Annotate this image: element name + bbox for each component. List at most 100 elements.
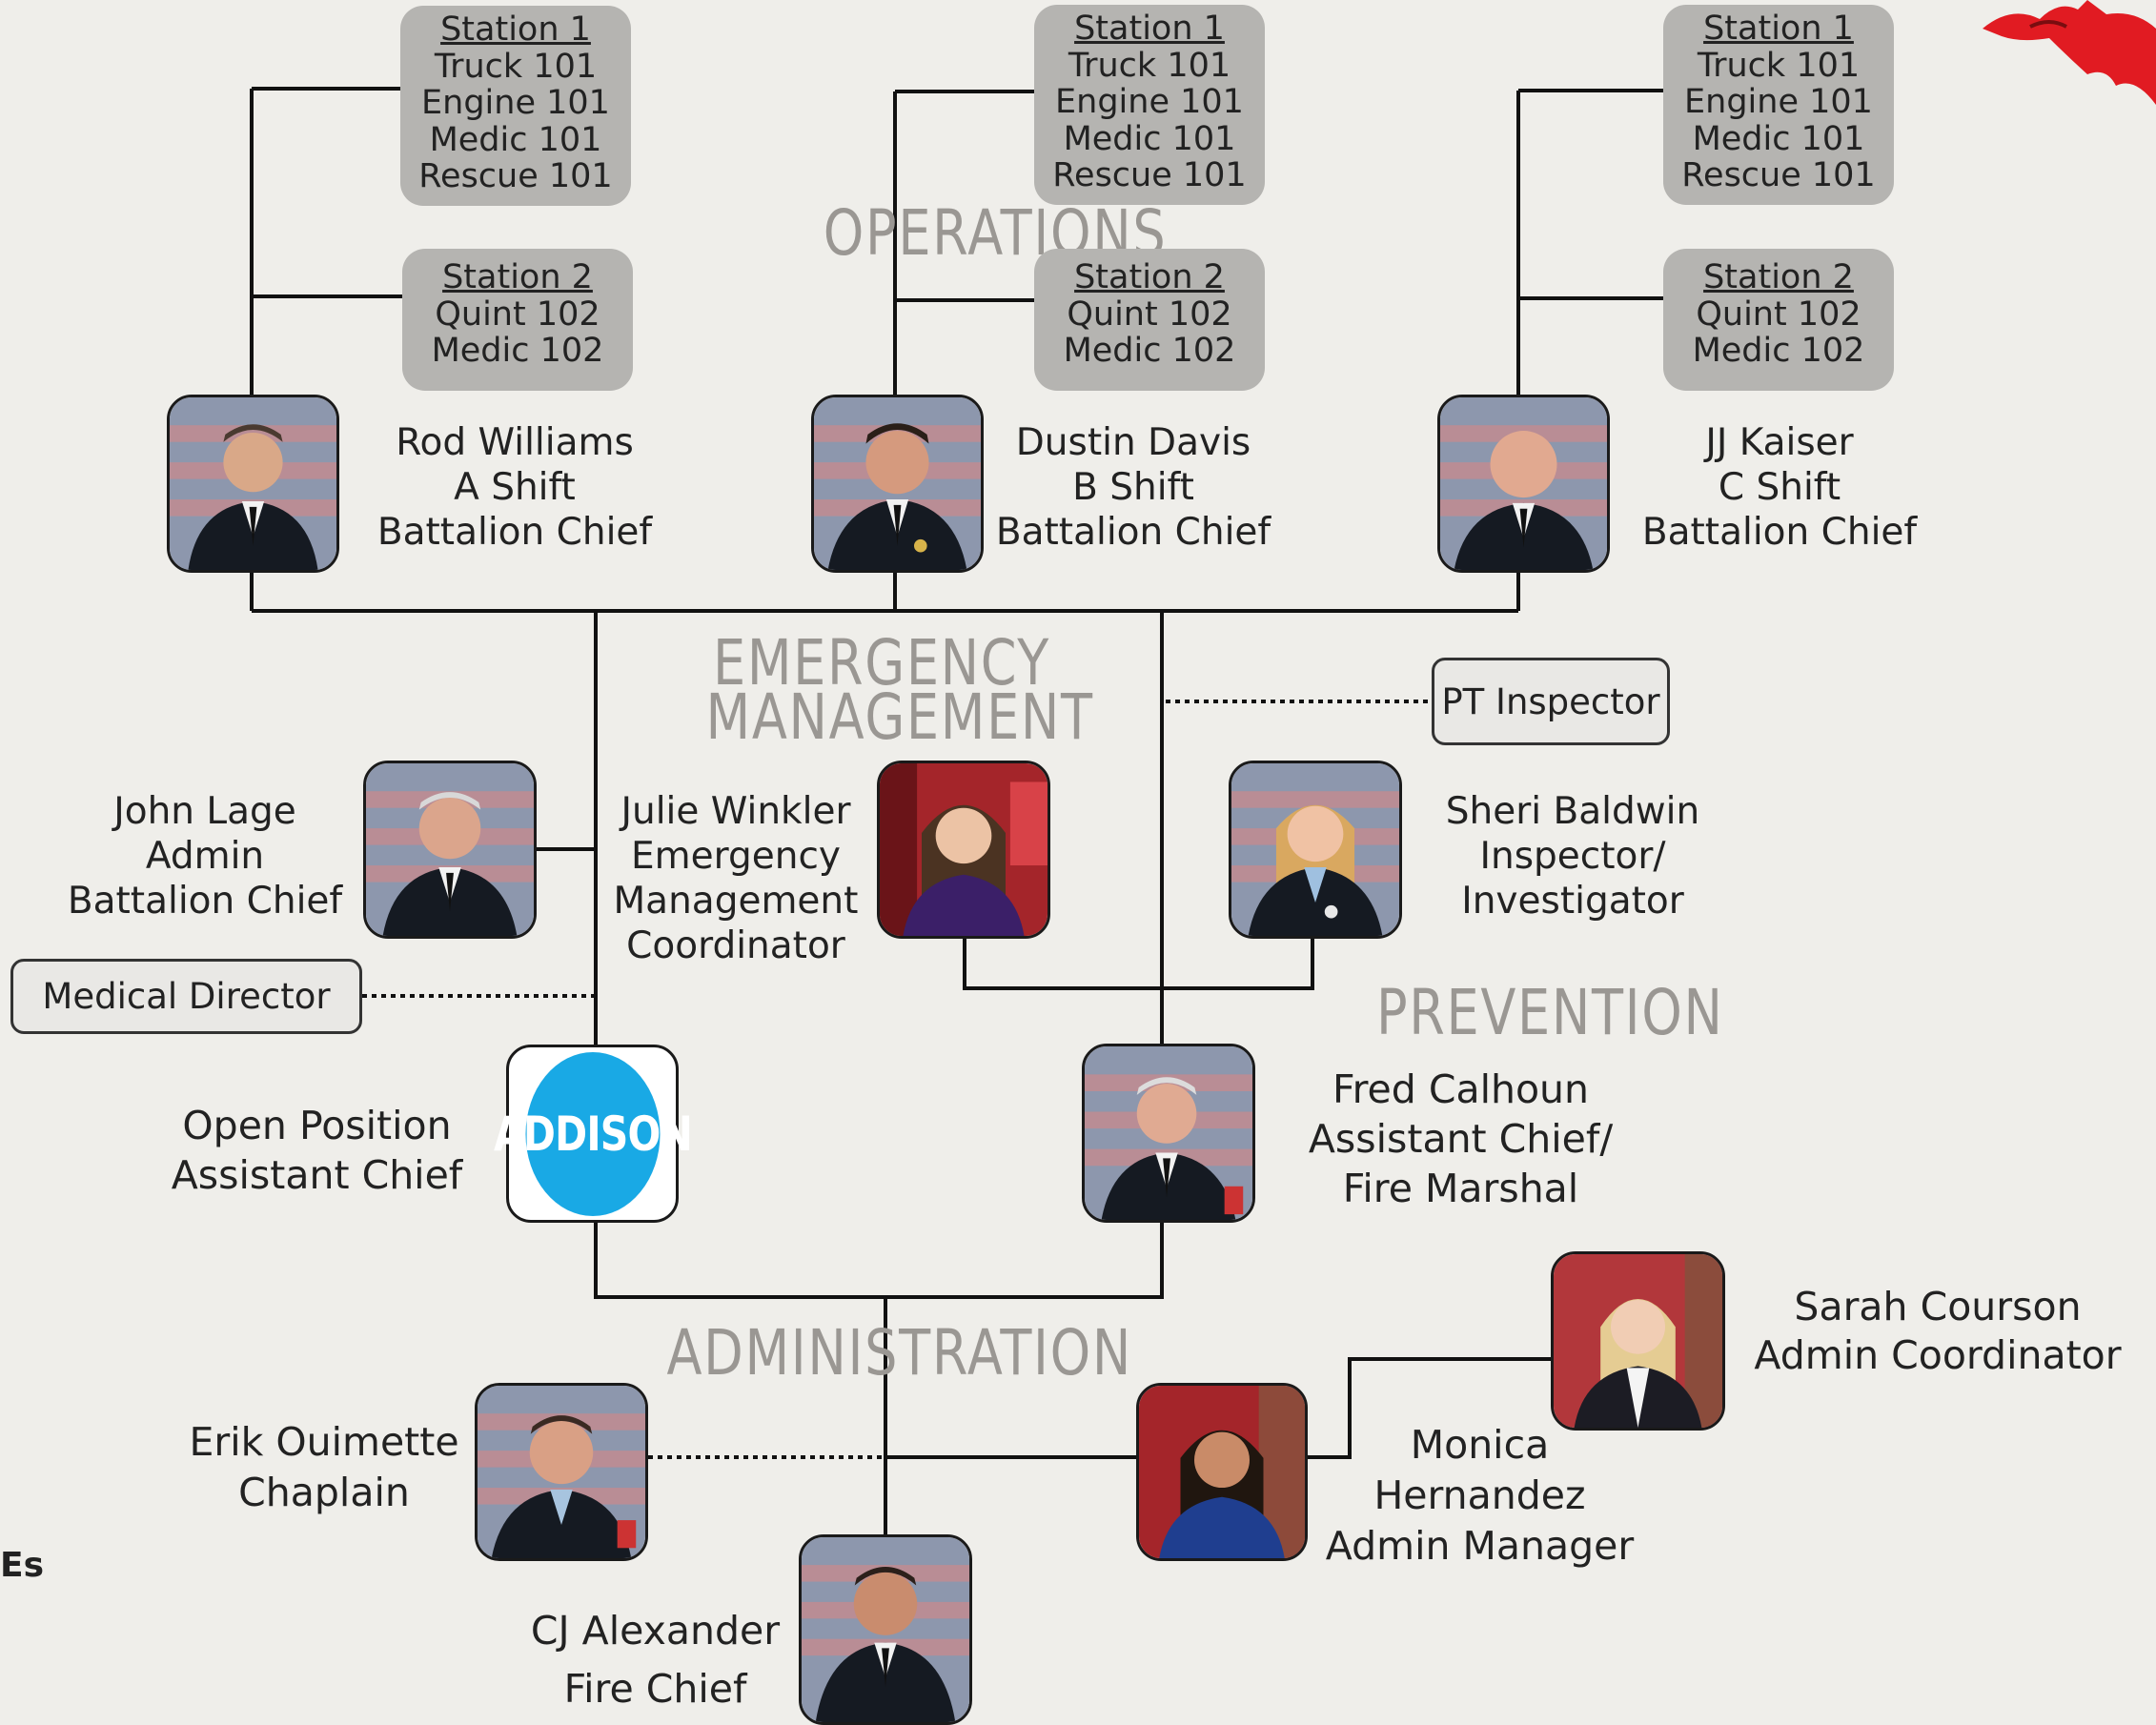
portrait-julie-winkler <box>877 761 1050 939</box>
person-title: Investigator <box>1461 880 1684 923</box>
medical-director-box: Medical Director <box>10 959 362 1034</box>
section-label-emergency-management: EMERGENCY MANAGEMENT <box>705 626 1094 754</box>
unit-apparatus: Engine 101 <box>1684 83 1873 121</box>
caption-dustin-davis: Dustin Davis B Shift Battalion Chief <box>995 420 1271 555</box>
person-title: Admin Coordinator <box>1754 1332 2122 1378</box>
unit-apparatus: Medic 101 <box>429 120 602 159</box>
portrait-sarah-courson <box>1551 1251 1725 1431</box>
person-title: Fire Chief <box>563 1666 747 1712</box>
caption-rod-williams: Rod Williams A Shift Battalion Chief <box>376 420 653 555</box>
person-title: Battalion Chief <box>67 880 343 923</box>
person-title: Battalion Chief <box>995 511 1271 554</box>
registered-mark-icon: ® <box>642 1188 653 1203</box>
person-name: Dustin Davis <box>1015 421 1251 464</box>
caption-sarah-courson: Sarah Courson Admin Coordinator <box>1742 1283 2133 1380</box>
unit-apparatus: Truck 101 <box>1697 46 1861 85</box>
person-name: Monica <box>1410 1422 1550 1468</box>
unit-station-name: Station 2 <box>1074 258 1225 296</box>
person-title: Fire Marshal <box>1342 1166 1579 1211</box>
unit-apparatus: Medic 102 <box>1692 332 1865 370</box>
person-name: Hernandez <box>1373 1472 1586 1518</box>
person-title: Assistant Chief/ <box>1308 1116 1614 1162</box>
portrait-dustin-davis <box>811 395 984 573</box>
caption-john-lage: John Lage Admin Battalion Chief <box>57 789 353 923</box>
person-title: Coordinator <box>626 924 845 967</box>
portrait-erik-ouimette <box>475 1383 648 1561</box>
person-name: Erik Ouimette <box>189 1419 459 1465</box>
unit-apparatus: Engine 101 <box>421 84 610 122</box>
unit-apparatus: Medic 101 <box>1692 119 1865 158</box>
portrait-cj-alexander <box>799 1534 972 1725</box>
person-name: Fred Calhoun <box>1332 1066 1590 1112</box>
person-title: Assistant Chief <box>171 1152 463 1198</box>
unit-apparatus: Truck 101 <box>1068 46 1231 85</box>
unit-box-b-station-1: Station 1 Truck 101 Engine 101 Medic 101… <box>1034 5 1265 205</box>
unit-apparatus: Rescue 101 <box>1681 156 1876 194</box>
person-title: Admin Manager <box>1325 1523 1635 1569</box>
caption-erik-ouimette: Erik Ouimette Chaplain <box>172 1417 477 1518</box>
unit-apparatus: Truck 101 <box>434 47 598 86</box>
person-name: Sarah Courson <box>1794 1284 2082 1329</box>
unit-box-a-station-1: Station 1 Truck 101 Engine 101 Medic 101… <box>400 6 631 206</box>
unit-box-a-station-2: Station 2 Quint 102 Medic 102 <box>402 249 633 391</box>
person-name: Sheri Baldwin <box>1445 790 1700 833</box>
portrait-rod-williams <box>167 395 339 573</box>
person-title: Management <box>613 880 859 923</box>
unit-apparatus: Medic 101 <box>1063 119 1236 158</box>
unit-apparatus: Quint 102 <box>435 294 600 334</box>
person-name: Rod Williams <box>396 421 634 464</box>
portrait-monica-hernandez <box>1136 1383 1308 1561</box>
person-name: CJ Alexander <box>530 1608 781 1654</box>
unit-station-name: Station 1 <box>1074 10 1225 48</box>
person-title: Admin <box>145 835 265 878</box>
portrait-jj-kaiser <box>1437 395 1610 573</box>
unit-apparatus: Medic 102 <box>431 332 604 370</box>
addison-logo-text: ADDISON <box>493 1106 693 1162</box>
unit-station-name: Station 1 <box>440 10 591 49</box>
caption-jj-kaiser: JJ Kaiser C Shift Battalion Chief <box>1641 420 1918 555</box>
person-name: JJ Kaiser <box>1705 421 1854 464</box>
person-title: Battalion Chief <box>376 511 653 554</box>
unit-station-name: Station 1 <box>1703 10 1854 48</box>
unit-box-c-station-2: Station 2 Quint 102 Medic 102 <box>1663 249 1894 391</box>
caption-cj-alexander: CJ Alexander Fire Chief <box>515 1602 796 1718</box>
section-label-prevention: PREVENTION <box>1376 976 1724 1049</box>
caption-open-position: Open Position Assistant Chief <box>162 1101 472 1200</box>
person-name: John Lage <box>113 790 296 833</box>
unit-station-name: Station 2 <box>1703 258 1854 296</box>
person-title: B Shift <box>1072 466 1194 509</box>
caption-monica-hernandez: Monica Hernandez Admin Manager <box>1315 1420 1644 1572</box>
portrait-sheri-baldwin <box>1229 761 1402 939</box>
caption-julie-winkler: Julie Winkler Emergency Management Coord… <box>612 789 860 968</box>
person-name: Open Position <box>182 1103 452 1148</box>
portrait-john-lage <box>363 761 537 939</box>
portrait-fred-calhoun <box>1082 1044 1255 1223</box>
caption-fred-calhoun: Fred Calhoun Assistant Chief/ Fire Marsh… <box>1282 1065 1639 1213</box>
person-title: Inspector/ <box>1479 835 1666 878</box>
unit-box-c-station-1: Station 1 Truck 101 Engine 101 Medic 101… <box>1663 5 1894 205</box>
cropped-text-fragment: Es <box>0 1546 45 1585</box>
unit-station-name: Station 2 <box>442 258 593 296</box>
caption-sheri-baldwin: Sheri Baldwin Inspector/ Investigator <box>1434 789 1711 923</box>
unit-apparatus: Quint 102 <box>1696 294 1861 334</box>
unit-apparatus: Quint 102 <box>1067 294 1232 334</box>
addison-logo-placeholder: ADDISON ® <box>494 1045 692 1223</box>
section-label-emergency-line1: EMERGENCY <box>713 626 1050 700</box>
person-title: Chaplain <box>238 1470 410 1515</box>
addison-logo-icon: ADDISON ® <box>494 1051 692 1216</box>
person-title: C Shift <box>1718 466 1841 509</box>
person-title: Emergency <box>631 835 841 878</box>
dragon-emblem-icon <box>1983 0 2156 105</box>
unit-apparatus: Engine 101 <box>1055 83 1244 121</box>
section-label-emergency-line2: MANAGEMENT <box>705 680 1094 754</box>
person-name: Julie Winkler <box>620 790 851 833</box>
unit-apparatus: Rescue 101 <box>418 157 613 195</box>
section-label-administration: ADMINISTRATION <box>666 1316 1133 1390</box>
unit-apparatus: Medic 102 <box>1063 332 1236 370</box>
unit-box-b-station-2: Station 2 Quint 102 Medic 102 <box>1034 249 1265 391</box>
person-title: A Shift <box>454 466 576 509</box>
pt-inspector-box: PT Inspector <box>1432 658 1670 745</box>
person-title: Battalion Chief <box>1641 511 1918 554</box>
unit-apparatus: Rescue 101 <box>1052 156 1247 194</box>
